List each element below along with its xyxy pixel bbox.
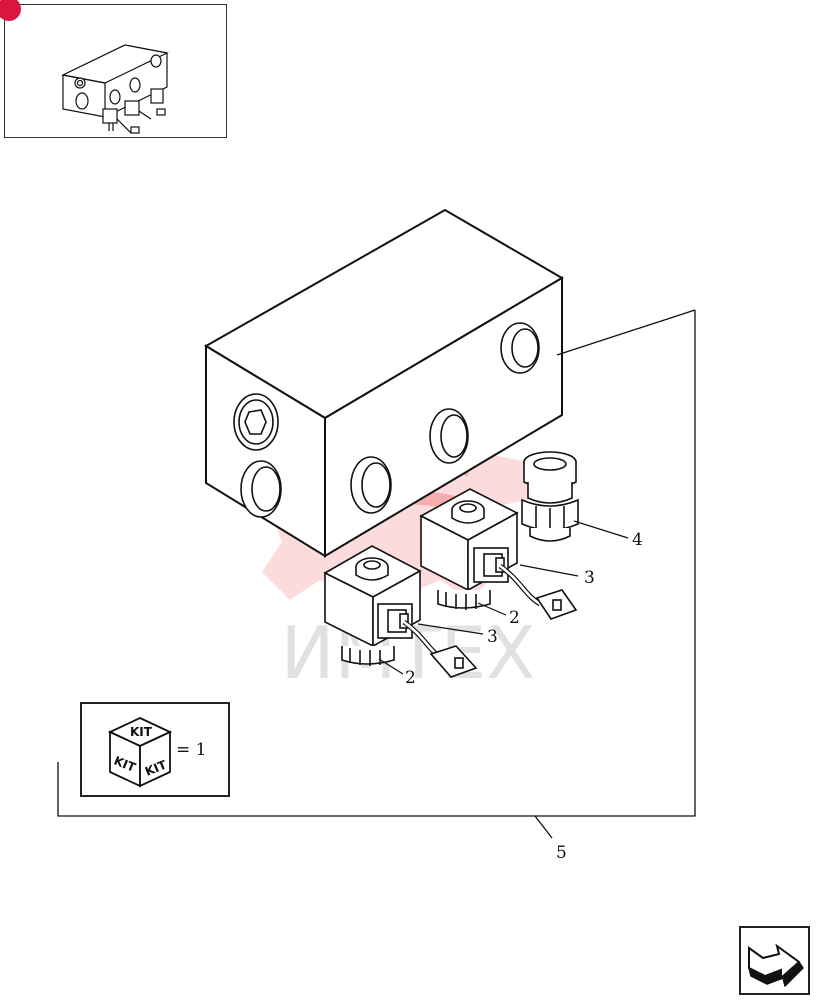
callout-2-upper: 2	[509, 608, 520, 628]
solenoid-coil-lower	[323, 545, 478, 678]
thumbnail-overview[interactable]	[0, 0, 227, 138]
pressure-switch	[521, 451, 579, 542]
callout-3-upper: 3	[584, 568, 595, 588]
thumbnail-valve-block-drawing	[61, 44, 169, 134]
callout-4: 4	[632, 530, 643, 550]
kit-equals-label: = 1	[176, 740, 207, 760]
kit-label-top: KIT	[130, 725, 153, 739]
callout-3-lower: 3	[487, 627, 498, 647]
kit-bracket	[57, 309, 696, 839]
next-page-arrow-icon	[748, 943, 804, 987]
callout-5: 5	[556, 843, 567, 863]
kit-cube-icon: KIT KIT KIT	[107, 717, 173, 788]
leader-lines	[378, 520, 629, 675]
kit-legend: KIT KIT KIT = 1	[80, 702, 230, 797]
corner-marker	[0, 0, 21, 21]
next-page-button[interactable]	[739, 926, 810, 995]
callout-2-lower: 2	[405, 668, 416, 688]
valve-block-ports	[233, 322, 540, 518]
solenoid-coil-upper	[419, 488, 578, 620]
